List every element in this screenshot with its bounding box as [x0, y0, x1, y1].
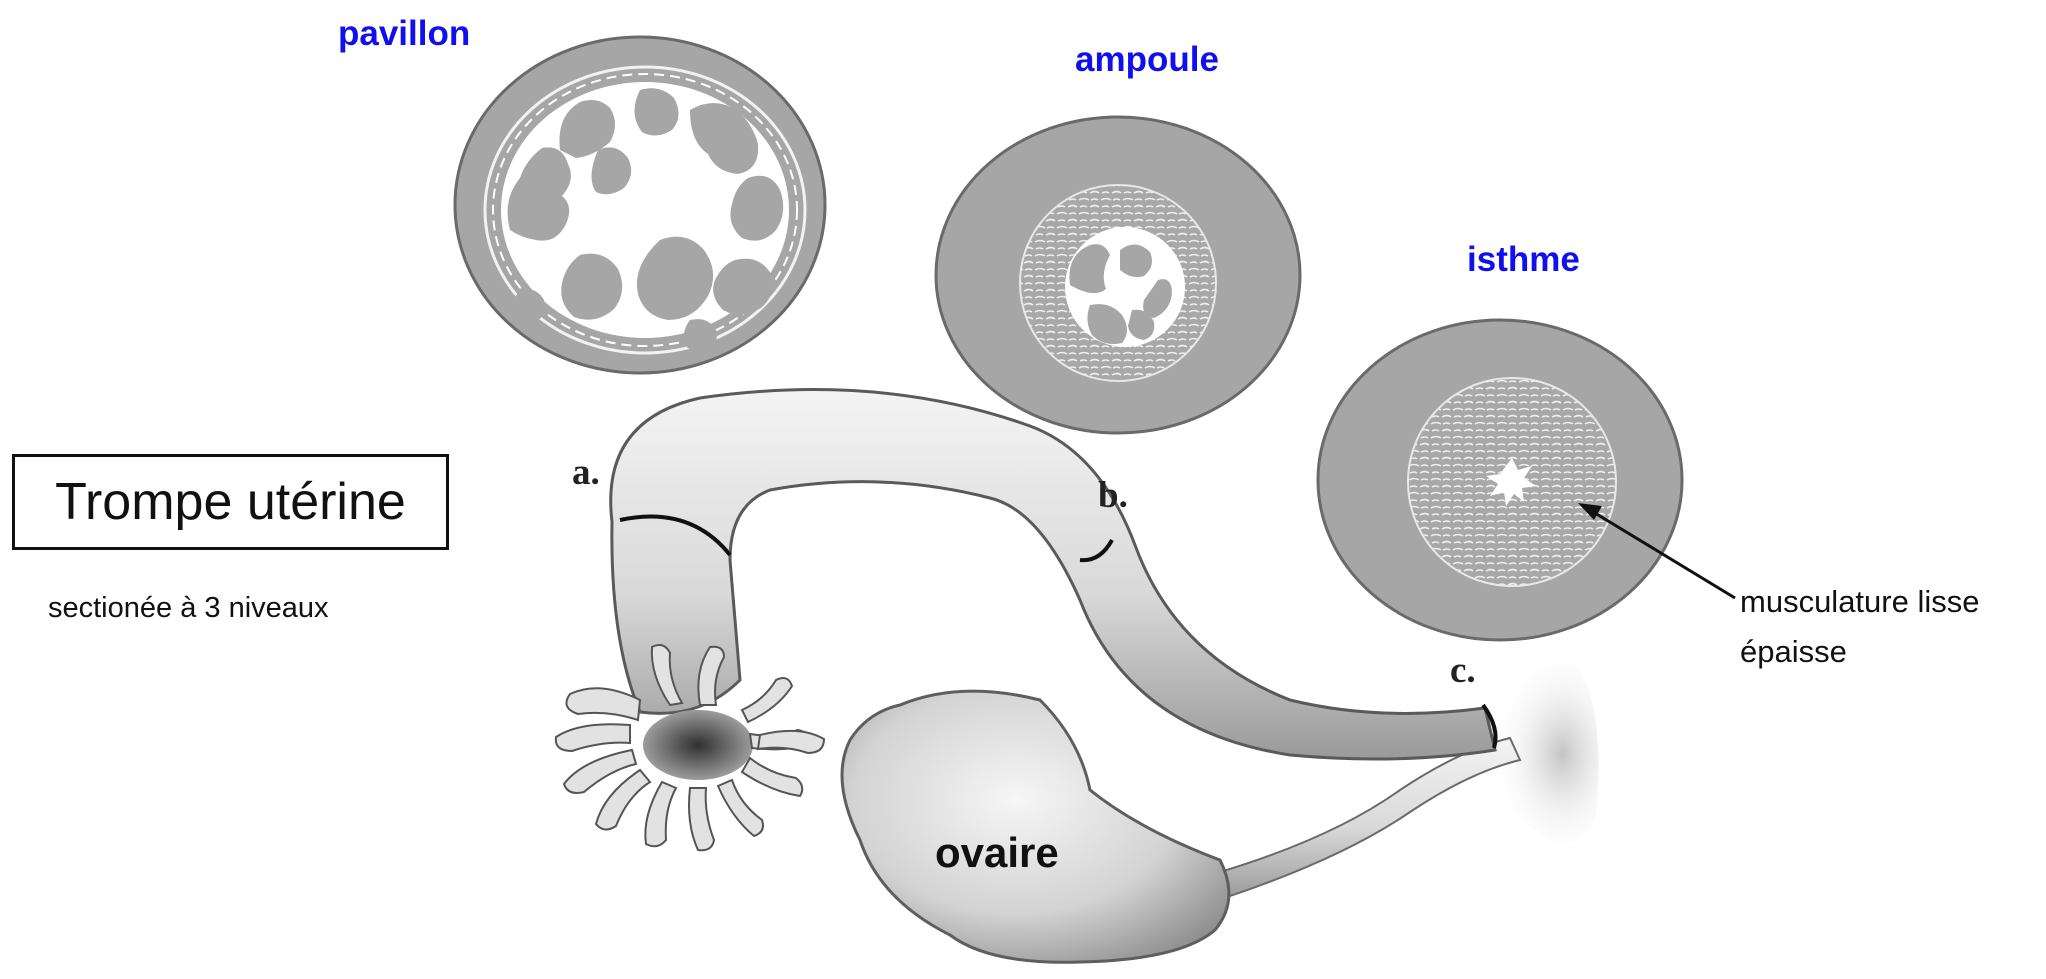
isthme-cross-section [1318, 320, 1682, 640]
ovary [842, 691, 1229, 962]
marker-a: a. [572, 452, 600, 493]
ampoule-label: ampoule [1075, 40, 1219, 79]
marker-c: c. [1450, 650, 1476, 691]
pavillon-label: pavillon [338, 14, 470, 53]
pavillon-cross-section [455, 37, 825, 373]
subtitle: sectionée à 3 niveaux [48, 592, 329, 624]
ampoule-cross-section [936, 117, 1300, 433]
annotation-line-1: musculature lisse [1740, 584, 1979, 619]
ovarian-ligament [1210, 738, 1520, 900]
ovary-label: ovaire [935, 829, 1059, 876]
marker-b: b. [1098, 475, 1128, 516]
annotation-line-2: épaisse [1740, 634, 1847, 669]
title-box: Trompe utérine [12, 454, 449, 550]
isthme-label: isthme [1467, 240, 1580, 279]
page-title: Trompe utérine [55, 472, 406, 532]
